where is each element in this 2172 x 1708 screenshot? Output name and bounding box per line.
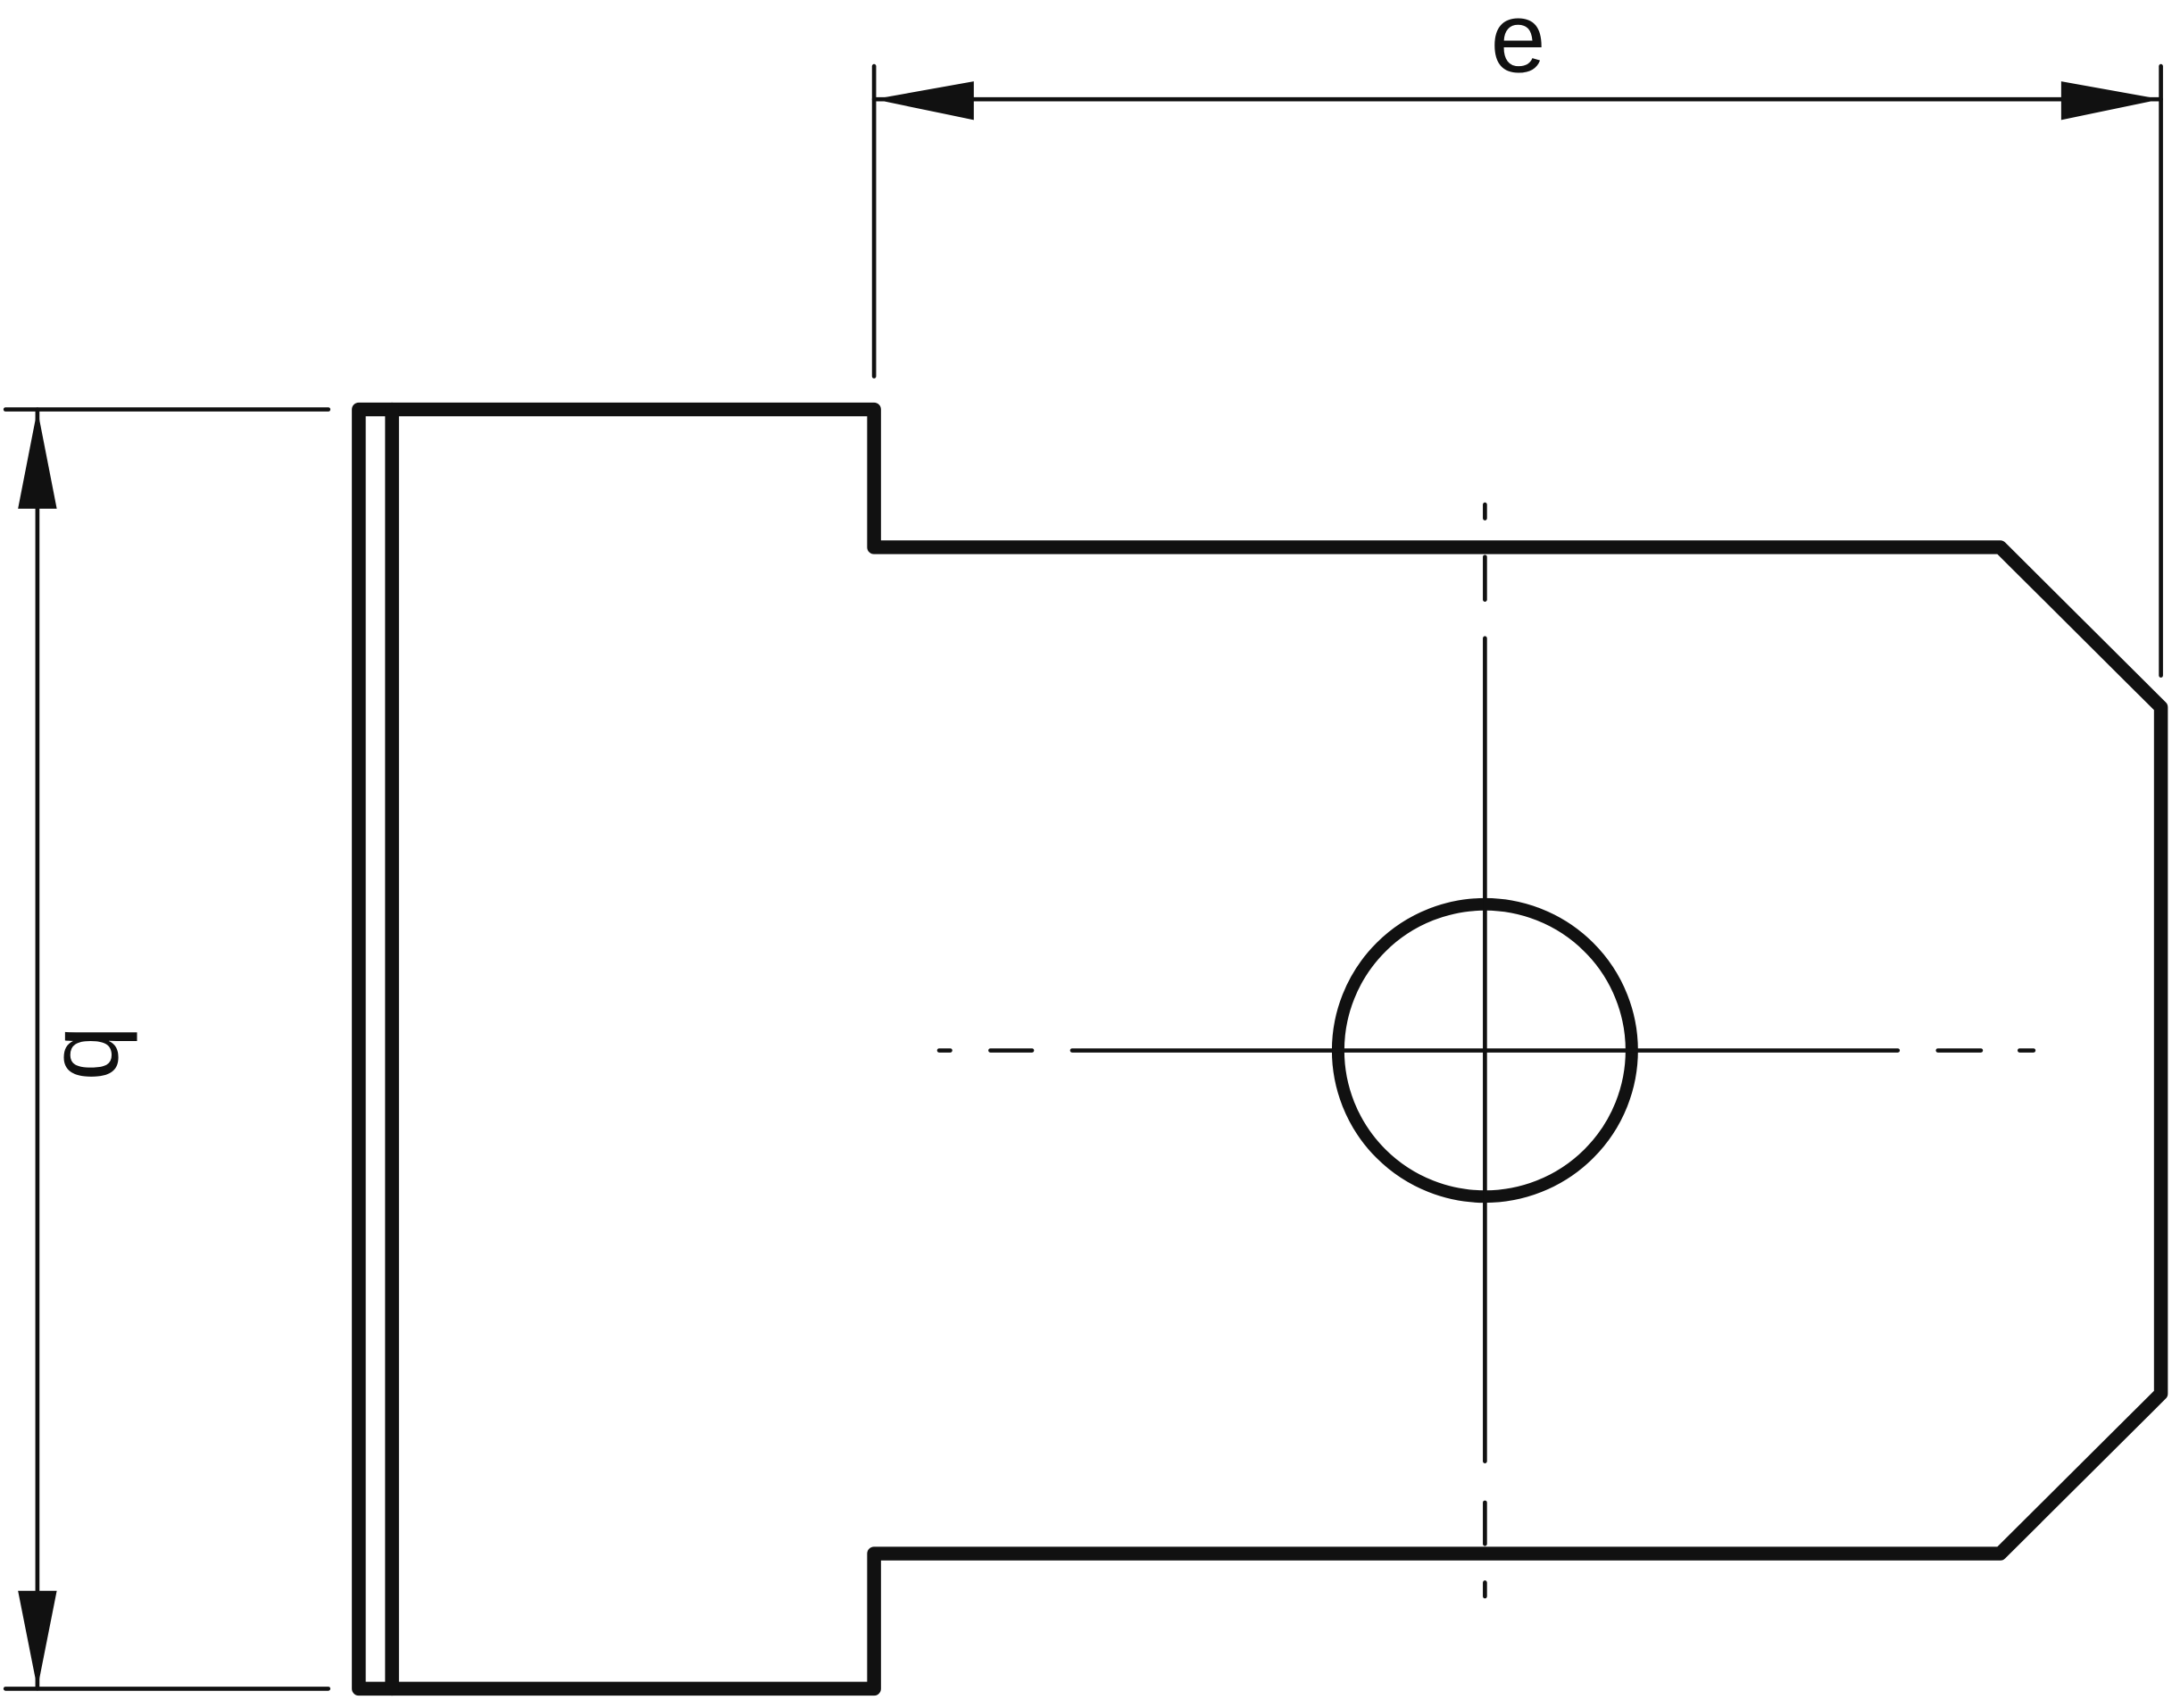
part-outline bbox=[352, 402, 2168, 1696]
dimension-b: b bbox=[3, 407, 331, 1691]
dimension-label-e: e bbox=[1491, 0, 1546, 93]
dimension-e: e bbox=[871, 0, 2163, 678]
arrowhead-bottom bbox=[18, 1590, 57, 1689]
dimension-label-b: b bbox=[44, 1026, 155, 1081]
arrowhead-right bbox=[2060, 81, 2161, 121]
arrowhead-left bbox=[874, 81, 974, 121]
arrowhead-top bbox=[18, 409, 57, 509]
